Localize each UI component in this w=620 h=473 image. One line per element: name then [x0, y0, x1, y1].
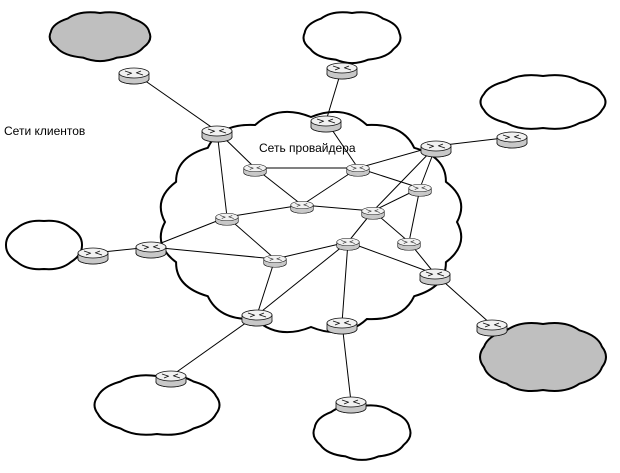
- link-c-c-c-h: [408, 187, 421, 243]
- link-c-g-pe-sw: [256, 241, 349, 316]
- link-tl-edge-pe-nw: [133, 72, 218, 132]
- router-icon-c-g: [336, 237, 360, 251]
- link-bl-edge-pe-sw: [170, 314, 258, 377]
- router-icon-c-a: [243, 163, 267, 177]
- link-c-g-pe-s: [341, 241, 349, 324]
- clouds-layer: [4, 11, 607, 461]
- client-network-cloud-bl: [93, 374, 221, 436]
- provider-network-cloud: [159, 110, 463, 334]
- client-network-cloud-left: [4, 219, 84, 271]
- router-icon-tc-edge: [326, 62, 358, 80]
- client-network-cloud-br: [479, 322, 607, 392]
- router-icon-pe-n: [310, 115, 342, 133]
- router-icon-tl-edge: [118, 67, 150, 85]
- link-c-d-c-e: [226, 204, 303, 218]
- router-icon-pe-e: [419, 268, 451, 286]
- link-c-e-pe-w: [150, 216, 228, 248]
- router-icon-bc-edge: [335, 396, 367, 414]
- provider-network-label: Сеть провайдера: [259, 141, 356, 155]
- routers-layer: [77, 62, 528, 414]
- link-c-g-pe-e: [347, 241, 436, 275]
- link-bc-edge-pe-s: [341, 322, 352, 403]
- router-icon-pe-ne: [420, 140, 452, 158]
- router-icon-c-c: [408, 183, 432, 197]
- router-icon-pe-s: [326, 317, 358, 335]
- router-icon-tr-edge: [496, 131, 528, 149]
- client-network-cloud-tc: [302, 11, 402, 65]
- router-icon-left-edge: [77, 247, 109, 265]
- client-network-cloud-bc: [312, 404, 412, 461]
- router-icon-c-b: [346, 163, 370, 177]
- router-icon-c-f: [361, 206, 385, 220]
- link-c-f-pe-ne: [372, 145, 437, 212]
- router-icon-c-d: [290, 200, 314, 214]
- router-icon-br-edge: [476, 319, 508, 337]
- router-icon-c-e: [215, 212, 239, 226]
- link-c-i-pe-sw: [256, 258, 276, 316]
- router-icon-pe-nw: [201, 125, 233, 143]
- router-icon-pe-sw: [241, 309, 273, 327]
- router-icon-bl-edge: [155, 370, 187, 388]
- client-network-cloud-tl: [48, 11, 152, 63]
- link-pe-w-c-i: [150, 246, 276, 260]
- client-networks-label: Сети клиентов: [4, 124, 85, 138]
- router-icon-pe-w: [135, 241, 167, 259]
- link-c-i-c-g: [274, 241, 349, 260]
- router-icon-c-h: [397, 237, 421, 251]
- client-network-cloud-tr: [479, 74, 607, 130]
- router-icon-c-i: [263, 254, 287, 268]
- link-pe-nw-c-e: [216, 130, 228, 218]
- link-c-d-c-f: [301, 204, 374, 212]
